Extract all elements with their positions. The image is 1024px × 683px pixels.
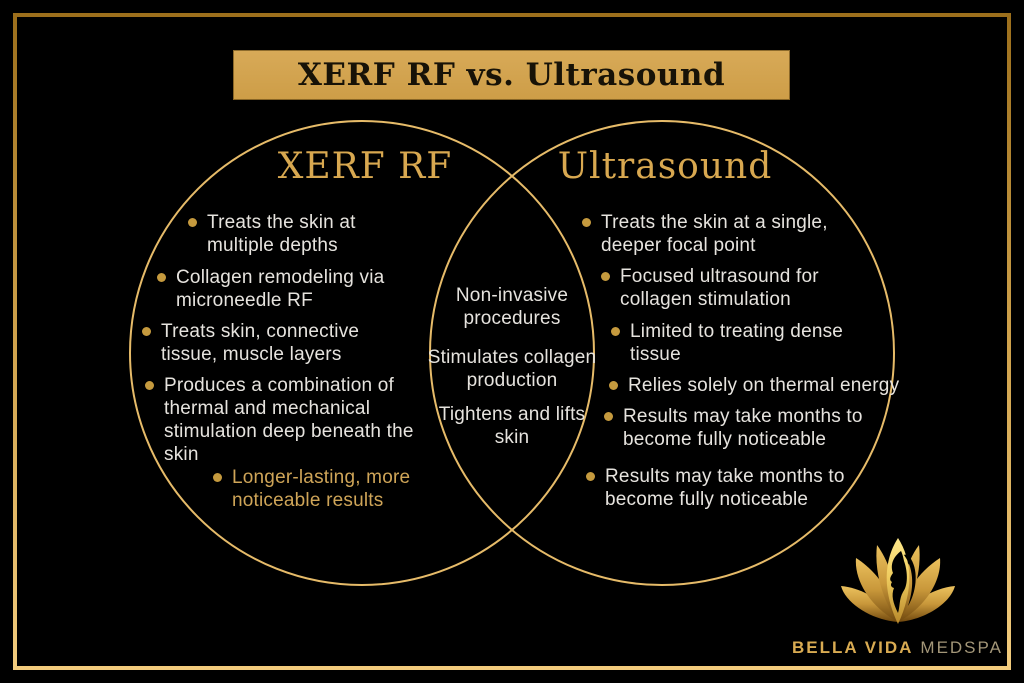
list-item-text: Limited to treating dense tissue [630, 321, 844, 365]
right-circle-heading: Ultrasound [557, 146, 773, 187]
list-item: Treats the skin at a single, deeper foca… [582, 211, 844, 257]
brand-name-secondary: MEDSPA [920, 638, 1003, 657]
bullet-icon [188, 218, 197, 227]
brand-logo: BELLA VIDA MEDSPA [790, 536, 1005, 668]
overlap-item: Non-invasive procedures [455, 285, 569, 329]
list-item-text: Focused ultrasound for collagen stimulat… [620, 266, 819, 310]
list-item: Results may take months to become fully … [604, 405, 868, 451]
list-item: Limited to treating dense tissue [611, 320, 861, 366]
bullet-icon [601, 272, 610, 281]
list-item-text: Results may take months to become fully … [605, 466, 845, 510]
bullet-icon [586, 472, 595, 481]
list-item-text: Collagen remodeling via microneedle RF [176, 267, 385, 311]
list-item: Treats skin, connective tissue, muscle l… [142, 320, 390, 366]
overlap-item: Stimulates collagen production [427, 347, 597, 391]
bullet-icon [604, 412, 613, 421]
list-item: Treats the skin at multiple depths [188, 211, 404, 257]
list-item-text: Treats the skin at a single, deeper foca… [601, 212, 828, 256]
list-item-text: Relies solely on thermal energy [628, 375, 900, 396]
bullet-icon [582, 218, 591, 227]
brand-name: BELLA VIDA MEDSPA [792, 638, 1003, 658]
title-banner: XERF RF vs. Ultrasound [233, 50, 790, 100]
list-item-text: Treats skin, connective tissue, muscle l… [161, 321, 360, 365]
bullet-icon [611, 327, 620, 336]
list-item: Collagen remodeling via microneedle RF [157, 266, 409, 312]
brand-name-primary: BELLA VIDA [792, 638, 914, 657]
page-title: XERF RF vs. Ultrasound [297, 57, 726, 93]
venn-circle-right [429, 120, 895, 586]
list-item-text: Results may take months to become fully … [623, 406, 863, 450]
bullet-icon [142, 327, 151, 336]
list-item-text: Treats the skin at multiple depths [207, 212, 356, 256]
list-item-text: Longer-lasting, more noticeable results [232, 467, 411, 511]
bullet-icon [213, 473, 222, 482]
list-item: Results may take months to become fully … [586, 465, 850, 511]
list-item: Produces a combination of thermal and me… [145, 374, 431, 466]
left-circle-heading: XERF RF [277, 146, 453, 187]
overlap-item: Tightens and lifts skin [438, 404, 586, 448]
list-item-text: Produces a combination of thermal and me… [164, 375, 414, 465]
lotus-woman-icon [840, 538, 955, 624]
bullet-icon [609, 381, 618, 390]
list-item: Longer-lasting, more noticeable results [213, 466, 441, 512]
bullet-icon [157, 273, 166, 282]
list-item: Focused ultrasound for collagen stimulat… [601, 265, 845, 311]
list-item: Relies solely on thermal energy [609, 374, 909, 397]
bullet-icon [145, 381, 154, 390]
